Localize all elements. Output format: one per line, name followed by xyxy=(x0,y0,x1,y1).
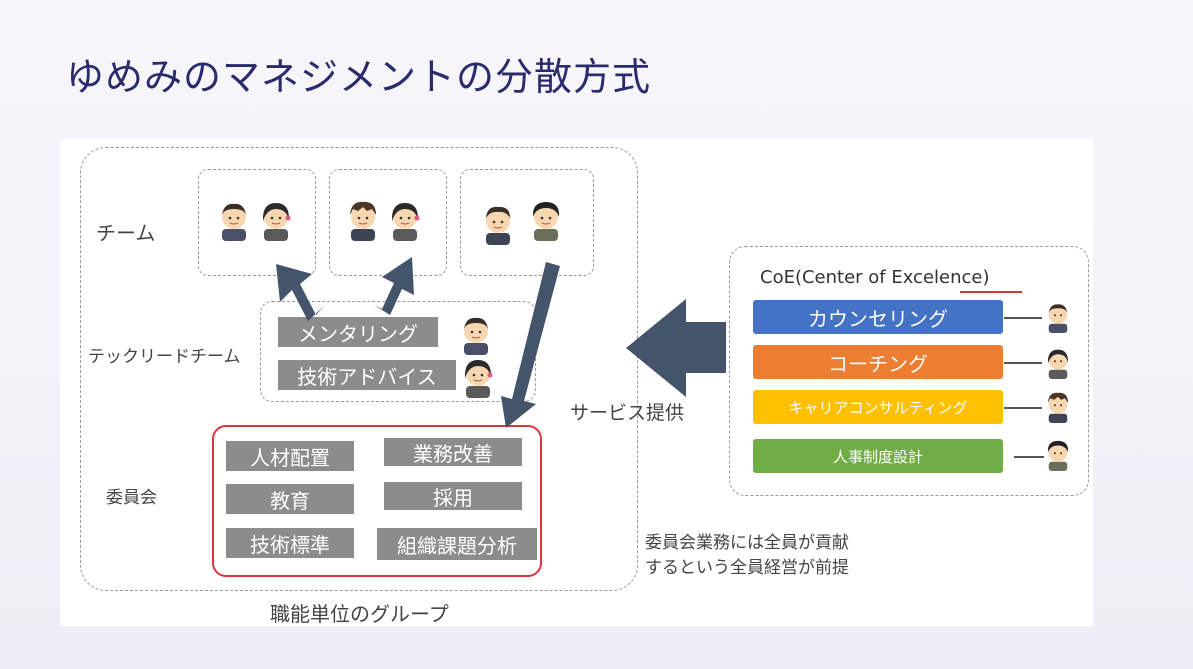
person-icon xyxy=(1048,304,1068,333)
arrow-down xyxy=(501,262,560,428)
person-icon xyxy=(1047,392,1069,423)
diagram-panel: 職能単位のグループ チーム xyxy=(60,139,1093,626)
person-icon xyxy=(350,201,376,241)
person-icon xyxy=(1047,440,1069,471)
committee-item-improvement: 業務改善 xyxy=(384,438,522,466)
arrow-up-right xyxy=(374,257,414,315)
service-label: サービス提供 xyxy=(570,402,685,424)
group-label: 職能単位のグループ xyxy=(270,602,449,626)
arrow-up-left xyxy=(276,264,324,321)
committee-item-hiring: 採用 xyxy=(384,482,522,510)
note-line-1: 委員会業務には全員が貢献 xyxy=(645,533,849,553)
note-line-2: するという全員経営が前提 xyxy=(645,558,849,578)
person-icon xyxy=(1047,349,1069,379)
team-box-1 xyxy=(198,169,316,276)
committee-item-tech-standards: 技術標準 xyxy=(226,528,354,558)
techlead-label: テックリードチーム xyxy=(88,347,241,367)
coe-title-underline xyxy=(960,291,1022,293)
person-icon xyxy=(486,206,510,245)
coe-item-hr-design: 人事制度設計 xyxy=(753,439,1003,473)
team-label: チーム xyxy=(96,221,156,245)
connector-line xyxy=(1004,362,1042,364)
committee-item-staffing: 人材配置 xyxy=(226,441,354,471)
coe-item-counseling: カウンセリング xyxy=(753,300,1003,334)
person-icon xyxy=(222,203,246,241)
person-icon xyxy=(532,202,560,241)
person-icon xyxy=(391,203,420,241)
coe-item-career: キャリアコンサルティング xyxy=(753,390,1003,424)
person-icon xyxy=(262,203,291,241)
coe-box xyxy=(729,246,1089,496)
coe-item-coaching: コーチング xyxy=(753,345,1003,379)
committee-item-org-analysis: 組織課題分析 xyxy=(377,528,537,560)
mentoring-item: メンタリング xyxy=(278,317,438,347)
connector-line xyxy=(1004,407,1042,409)
team-box-3 xyxy=(460,169,594,276)
committee-item-education: 教育 xyxy=(226,484,354,514)
connector-line xyxy=(1004,317,1042,319)
slide-title: ゆめみのマネジメントの分散方式 xyxy=(66,55,652,99)
tech-advice-item: 技術アドバイス xyxy=(278,360,456,390)
committee-box xyxy=(212,425,542,577)
person-icon xyxy=(464,317,488,355)
connector-line xyxy=(1014,456,1044,458)
committee-label: 委員会 xyxy=(106,488,157,508)
person-icon xyxy=(464,360,493,398)
arrow-service-left xyxy=(626,299,726,397)
coe-title: CoE(Center of Excelence) xyxy=(760,267,990,288)
arrows-layer xyxy=(276,257,726,428)
group-box xyxy=(80,147,638,591)
